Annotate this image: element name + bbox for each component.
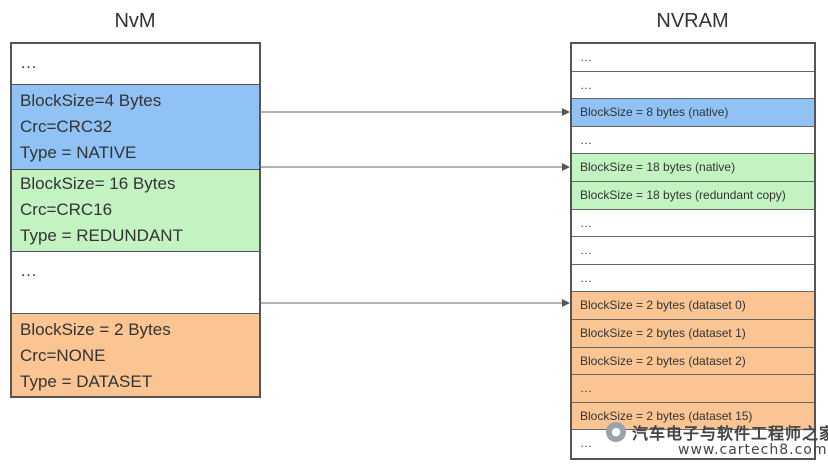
nvm-block-4: BlockSize = 2 Bytes Crc=NONE Type = DATA… [12,314,259,396]
nvm-block-3-line-0: … [20,261,37,280]
nvram-row-2: BlockSize = 8 bytes (native) [572,99,814,127]
nvram-row-4: BlockSize = 18 bytes (native) [572,154,814,182]
nvram-row-9: BlockSize = 2 bytes (dataset 0) [572,292,814,320]
nvm-block-table: … BlockSize=4 Bytes Crc=CRC32 Type = NAT… [10,42,261,398]
watermark-url: www.cartech8.com [678,442,828,458]
nvram-row-3: … [572,126,814,155]
wechat-icon: ● [606,422,626,442]
nvram-row-11: BlockSize = 2 bytes (dataset 2) [572,347,814,376]
nvram-row-0: … [572,44,814,72]
nvram-row-7: … [572,237,814,265]
nvm-block-0: … [12,44,259,85]
nvm-block-2-line-2: Type = REDUNDANT [20,226,183,245]
watermark: ● 汽车电子与软件工程师之家 www.cartech8.com [606,418,828,462]
nvm-block-1-line-1: Crc=CRC32 [20,117,113,136]
nvm-block-2-line-1: Crc=CRC16 [20,200,113,219]
nvm-block-3: … [12,252,259,314]
nvram-title: NVRAM [656,10,729,32]
nvram-row-12: … [572,375,814,403]
nvm-block-4-line-0: BlockSize = 2 Bytes [20,320,171,339]
nvram-row-6: … [572,209,814,238]
nvram-memory-table: ……BlockSize = 8 bytes (native)…BlockSize… [570,42,816,460]
nvm-block-4-line-2: Type = DATASET [20,372,153,391]
nvram-row-10: BlockSize = 2 bytes (dataset 1) [572,320,814,348]
watermark-text: 汽车电子与软件工程师之家 [632,424,828,443]
nvm-block-1-line-0: BlockSize=4 Bytes [20,91,162,110]
nvm-block-1-line-2: Type = NATIVE [20,143,137,162]
nvm-block-4-line-1: Crc=NONE [20,346,106,365]
nvm-block-0-line-0: … [20,53,37,72]
nvram-row-5: BlockSize = 18 bytes (redundant copy) [572,182,814,210]
nvm-block-1: BlockSize=4 Bytes Crc=CRC32 Type = NATIV… [12,85,259,170]
nvm-title: NvM [114,10,156,32]
nvm-block-2-line-0: BlockSize= 16 Bytes [20,174,176,193]
nvram-row-8: … [572,264,814,293]
nvram-row-1: … [572,71,814,100]
nvm-block-2: BlockSize= 16 Bytes Crc=CRC16 Type = RED… [12,170,259,252]
